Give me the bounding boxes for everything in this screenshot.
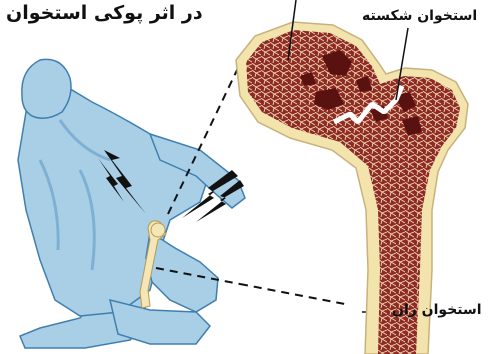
- kneeling-person: [18, 59, 245, 348]
- broken-bone-label: استخوان شکسته: [362, 8, 477, 24]
- diagram-title: در اثر پوکی استخوان: [6, 0, 203, 26]
- femur-label: استخوان ران: [392, 302, 482, 318]
